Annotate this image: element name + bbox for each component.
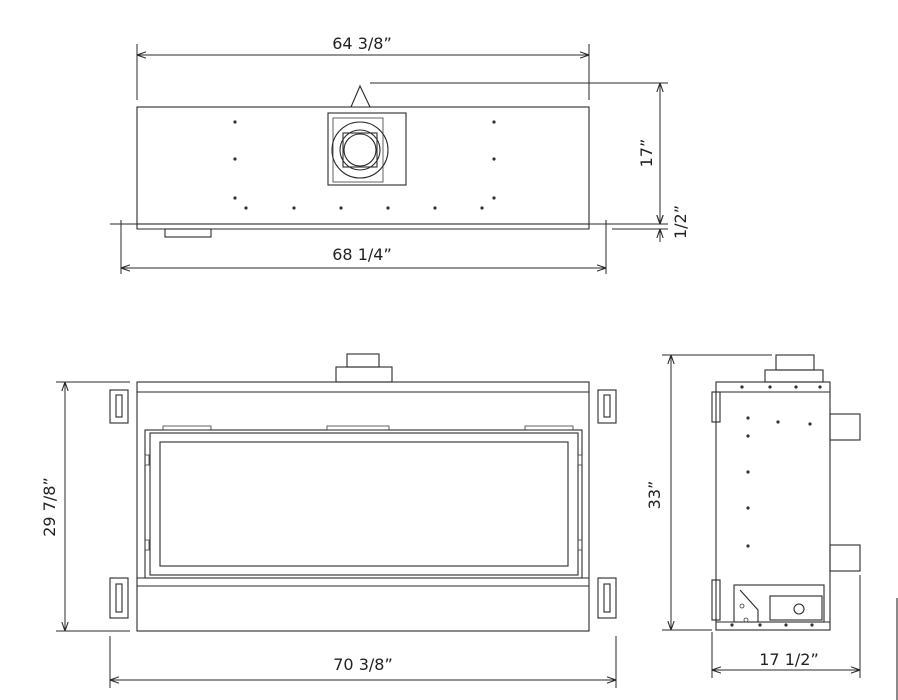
top-marker-triangle xyxy=(350,84,371,108)
dim-side-depth: 17 1/2” xyxy=(759,650,818,669)
top-view-handle xyxy=(164,228,212,238)
front-vent-top xyxy=(346,353,380,368)
dim-side-height: 33” xyxy=(645,481,664,510)
vent-plate xyxy=(332,117,384,183)
front-glass xyxy=(159,441,569,567)
side-vent-collar xyxy=(764,369,824,383)
front-opening-inner xyxy=(149,432,579,576)
side-body xyxy=(715,381,831,631)
dim-front-height: 29 7/8” xyxy=(40,477,59,536)
front-vent-collar xyxy=(335,366,393,383)
dim-front-width: 70 3/8” xyxy=(333,655,392,674)
vent-outer-ring xyxy=(331,121,389,179)
top-view-screws xyxy=(233,120,496,210)
vent-inner-ring xyxy=(339,129,381,171)
vent-box xyxy=(327,112,407,186)
front-view: 29 7/8” 70 3/8” xyxy=(40,353,617,688)
side-vent-top xyxy=(775,354,815,371)
dim-top-depth: 17” xyxy=(637,139,656,168)
dim-top-base: 68 1/4” xyxy=(332,245,391,264)
top-view: 64 3/8” 17” 1/2” 68 1/4” xyxy=(110,34,690,274)
vent-pipe xyxy=(343,133,377,167)
side-boss-upper xyxy=(829,413,861,441)
front-opening-frame xyxy=(144,429,583,579)
side-boss-lower xyxy=(829,544,861,572)
dim-top-width: 64 3/8” xyxy=(332,34,391,53)
vent-square xyxy=(342,132,378,168)
front-flanges xyxy=(109,389,617,619)
side-view: 33” 17 1/2” xyxy=(645,354,898,700)
dim-top-half: 1/2” xyxy=(671,205,690,239)
front-body xyxy=(136,381,590,632)
top-view-base-plate xyxy=(136,224,590,230)
side-valve-box xyxy=(733,584,825,623)
side-screws xyxy=(730,385,822,627)
